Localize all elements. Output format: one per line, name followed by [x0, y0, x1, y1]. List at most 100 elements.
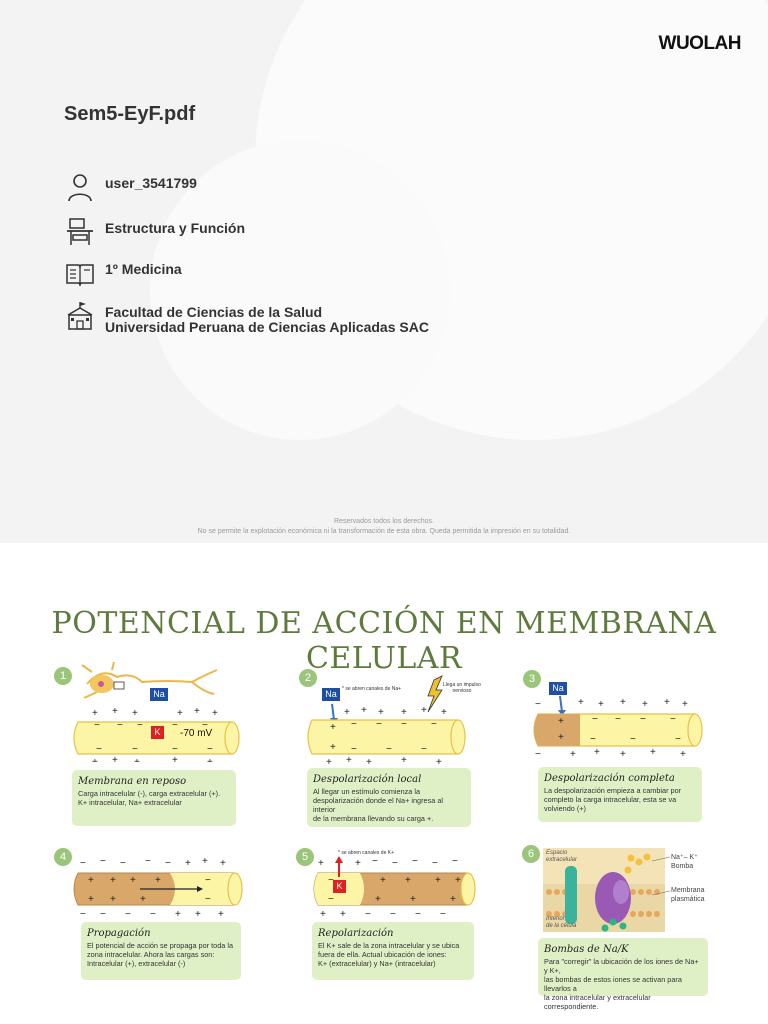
step-badge-1: 1: [54, 667, 72, 685]
school-building-icon: [67, 302, 93, 330]
panel-title-3: Despolarización completa: [544, 773, 675, 784]
svg-text:+: +: [378, 707, 384, 718]
svg-text:−: −: [415, 909, 421, 920]
svg-text:−: −: [172, 744, 178, 755]
svg-text:+: +: [112, 706, 118, 717]
step-badge-6: 6: [522, 845, 540, 863]
channel-protein: [565, 866, 577, 924]
svg-text:+: +: [220, 858, 226, 869]
svg-text:+: +: [455, 875, 461, 886]
panel-5-line-2: fuera de ella. Actual ubicación de iones…: [318, 950, 447, 959]
svg-text:+: +: [620, 697, 626, 708]
svg-text:−: −: [630, 734, 636, 745]
svg-text:+: +: [92, 757, 98, 762]
svg-text:−: −: [150, 909, 156, 920]
svg-text:−: −: [100, 909, 106, 920]
panel-body-5: El K+ sale de la zona intracelular y se …: [312, 941, 474, 968]
meta-course: Estructura y Función: [64, 216, 245, 248]
extracellular-label: Espacio extracelular: [546, 850, 577, 864]
potassium-channels-note: * se abren canales de K+: [338, 850, 395, 856]
svg-text:+: +: [92, 708, 98, 719]
svg-text:−: −: [452, 856, 458, 867]
meta-user: user_3541799: [64, 171, 197, 203]
svg-text:+: +: [185, 858, 191, 869]
panel-1-line-2: K+ intracelular, Na+ extracelular: [78, 798, 182, 807]
panel-body-1: Carga intracelular (-), carga extracelul…: [72, 789, 236, 807]
wuolah-logo[interactable]: WUOLAH: [658, 33, 742, 54]
charge-marks: ++++++ −−−−− −−−− +++++: [92, 706, 218, 762]
svg-text:+: +: [346, 755, 352, 766]
svg-text:+: +: [110, 875, 116, 886]
svg-text:+: +: [380, 875, 386, 886]
panel-title-2: Despolarización local: [313, 774, 422, 785]
svg-text:−: −: [207, 744, 213, 755]
rights-line-2: No se permite la explotación económica n…: [197, 528, 571, 535]
cover-page: WUOLAH Sem5-EyF.pdf user_3541799 Estruct…: [0, 0, 768, 543]
svg-text:−: −: [432, 858, 438, 869]
membrane-label: Membrana plasmática: [671, 886, 704, 904]
svg-text:+: +: [344, 707, 350, 718]
svg-text:+: +: [112, 755, 118, 762]
panel-5-line-3: K+ (extracelular) y Na+ (intracelular): [318, 959, 436, 968]
svg-text:+: +: [132, 708, 138, 719]
svg-text:−: −: [137, 720, 143, 731]
svg-text:−: −: [80, 909, 86, 920]
panel-title-1: Membrana en reposo: [78, 776, 187, 787]
panel-card-4: Propagación El potencial de acción se pr…: [81, 922, 241, 980]
svg-text:+: +: [134, 757, 140, 762]
charge-marks: −−−−−+++ ++++− +++− −−−−+++: [80, 856, 226, 920]
svg-text:+: +: [421, 705, 427, 716]
svg-text:−: −: [372, 856, 378, 867]
panel-6-line-2: las bombas de estos iones se activan par…: [544, 975, 682, 993]
panel-3-line-1: La despolarización empieza a cambiar por: [544, 786, 682, 795]
sodium-ion-label: Na: [322, 688, 340, 701]
panel-3-line-2: completo la carga intracelular, esta se …: [544, 795, 677, 804]
svg-text:+: +: [320, 909, 326, 920]
svg-text:−: −: [675, 734, 681, 745]
step-badge-4: 4: [54, 848, 72, 866]
panel-2-line-1: Al llegar un estímulo comienza la: [313, 787, 421, 796]
svg-text:−: −: [592, 714, 598, 725]
svg-text:−: −: [328, 894, 334, 905]
svg-text:+: +: [172, 755, 178, 762]
svg-text:+: +: [330, 722, 336, 733]
panel-card-1: Membrana en reposo Carga intracelular (-…: [72, 770, 236, 826]
open-book-icon: [66, 264, 94, 287]
svg-text:−: −: [386, 744, 392, 755]
svg-text:−: −: [615, 714, 621, 725]
neuron-drawing: [81, 662, 218, 699]
local-depolarization-illustration: ++++++ +−−−− +−−− +++++: [307, 675, 466, 768]
charge-marks: −++++++ +−−−− +−−− −+++++: [535, 697, 688, 760]
svg-text:−: −: [145, 856, 151, 867]
complete-depolarization-illustration: −++++++ +−−−− +−−− −+++++: [533, 695, 703, 760]
poster-title: POTENCIAL DE ACCIÓN EN MEMBRANA CELULAR: [51, 606, 717, 676]
pump-label-line-1: Na⁺– K⁺: [671, 854, 698, 861]
step-badge-5: 5: [296, 848, 314, 866]
membrane-label-line-2: plasmática: [671, 896, 705, 903]
svg-text:+: +: [642, 699, 648, 710]
panel-6-line-1: Para "corregir" la ubicación de los ione…: [544, 957, 699, 975]
sodium-ion-label: Na: [549, 682, 567, 695]
impulse-note-line-2: nervioso: [452, 688, 472, 694]
extracellular-label-line-1: Espacio: [546, 850, 568, 856]
svg-text:+: +: [435, 875, 441, 886]
sodium-potassium-pump-illustration: [543, 848, 665, 932]
svg-text:+: +: [441, 707, 447, 718]
course-name: Estructura y Función: [105, 220, 246, 236]
svg-text:+: +: [558, 732, 564, 743]
svg-text:−: −: [440, 909, 446, 920]
pump-label: Na⁺– K⁺ Bomba: [671, 853, 698, 871]
sodium-ion-label: Na: [150, 688, 168, 701]
svg-text:+: +: [361, 705, 367, 716]
document-title: Sem5-EyF.pdf: [64, 103, 196, 125]
potassium-ion-label: K: [333, 880, 346, 893]
svg-text:+: +: [155, 875, 161, 886]
svg-text:−: −: [365, 909, 371, 920]
svg-text:+: +: [680, 749, 686, 760]
svg-text:+: +: [558, 716, 564, 727]
svg-text:+: +: [401, 755, 407, 766]
svg-text:+: +: [620, 749, 626, 760]
svg-text:+: +: [177, 708, 183, 719]
svg-text:−: −: [165, 858, 171, 869]
svg-text:−: −: [100, 856, 106, 867]
